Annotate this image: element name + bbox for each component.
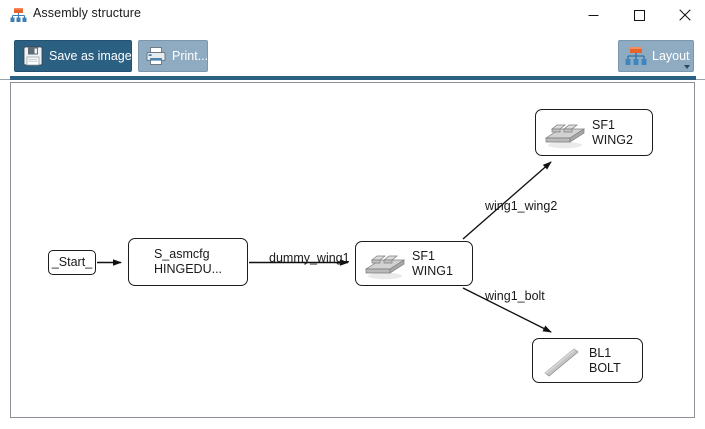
graph-node-wing2-line2: WING2 <box>592 132 633 147</box>
graph-node-start-label: _Start_ <box>51 255 93 269</box>
part-plate-icon <box>542 116 588 150</box>
save-as-image-button[interactable]: Save as image... <box>14 40 142 72</box>
print-label: Print... <box>172 49 209 63</box>
graph-node-bolt-labels: BL1 BOLT <box>589 346 621 376</box>
save-as-image-label: Save as image... <box>49 49 143 63</box>
edge-label-wing1-bolt: wing1_bolt <box>485 289 545 303</box>
toolbar: Save as image... Print... <box>0 30 705 80</box>
close-button[interactable] <box>662 0 705 30</box>
graph-node-wing2[interactable]: SF1 WING2 <box>535 109 653 156</box>
hierarchy-icon <box>10 7 27 23</box>
title-bar: Assembly structure <box>0 0 705 30</box>
graph-edges <box>97 161 552 333</box>
printer-icon <box>144 44 168 68</box>
graph-node-wing1-labels: SF1 WING1 <box>412 249 453 279</box>
edge-label-dummy-wing1: dummy_wing1 <box>269 251 350 265</box>
graph-node-asmcfg-line2: HINGEDU... <box>153 262 223 276</box>
layout-label: Layout <box>652 49 690 63</box>
edge-wing1-bolt <box>462 287 552 333</box>
part-bolt-icon <box>539 344 585 378</box>
graph-node-wing1-line1: SF1 <box>412 248 435 263</box>
graph-node-bolt[interactable]: BL1 BOLT <box>532 338 643 383</box>
graph-node-asmcfg-labels: S_asmcfg HINGEDU... <box>154 247 222 277</box>
graph-node-bolt-line2: BOLT <box>589 360 621 375</box>
graph-node-start[interactable]: _Start_ <box>48 250 96 275</box>
graph-node-wing2-line1: SF1 <box>592 117 615 132</box>
print-button[interactable]: Print... <box>138 40 208 72</box>
assembly-graph-canvas[interactable]: _Start_ S_asmcfg HINGEDU... <box>10 82 695 418</box>
graph-node-wing1-line2: WING1 <box>412 263 453 278</box>
canvas-accent-bar <box>10 76 696 80</box>
maximize-button[interactable] <box>616 0 662 30</box>
graph-node-asmcfg-line1: S_asmcfg <box>153 247 210 261</box>
hierarchy-icon <box>624 44 648 68</box>
chevron-down-icon[interactable] <box>684 65 690 69</box>
graph-node-wing1[interactable]: SF1 WING1 <box>355 241 473 286</box>
edge-label-wing1-wing2: wing1_wing2 <box>485 199 558 213</box>
edge-wing1-wing2 <box>462 161 552 240</box>
part-plate-icon <box>362 247 408 281</box>
graph-node-wing2-labels: SF1 WING2 <box>592 118 633 148</box>
graph-node-asmcfg[interactable]: S_asmcfg HINGEDU... <box>128 238 248 286</box>
layout-button[interactable]: Layout <box>618 40 694 72</box>
window-title: Assembly structure <box>33 6 142 20</box>
graph-node-bolt-line1: BL1 <box>589 345 612 360</box>
floppy-disk-icon <box>21 44 45 68</box>
minimize-button[interactable] <box>570 0 616 30</box>
